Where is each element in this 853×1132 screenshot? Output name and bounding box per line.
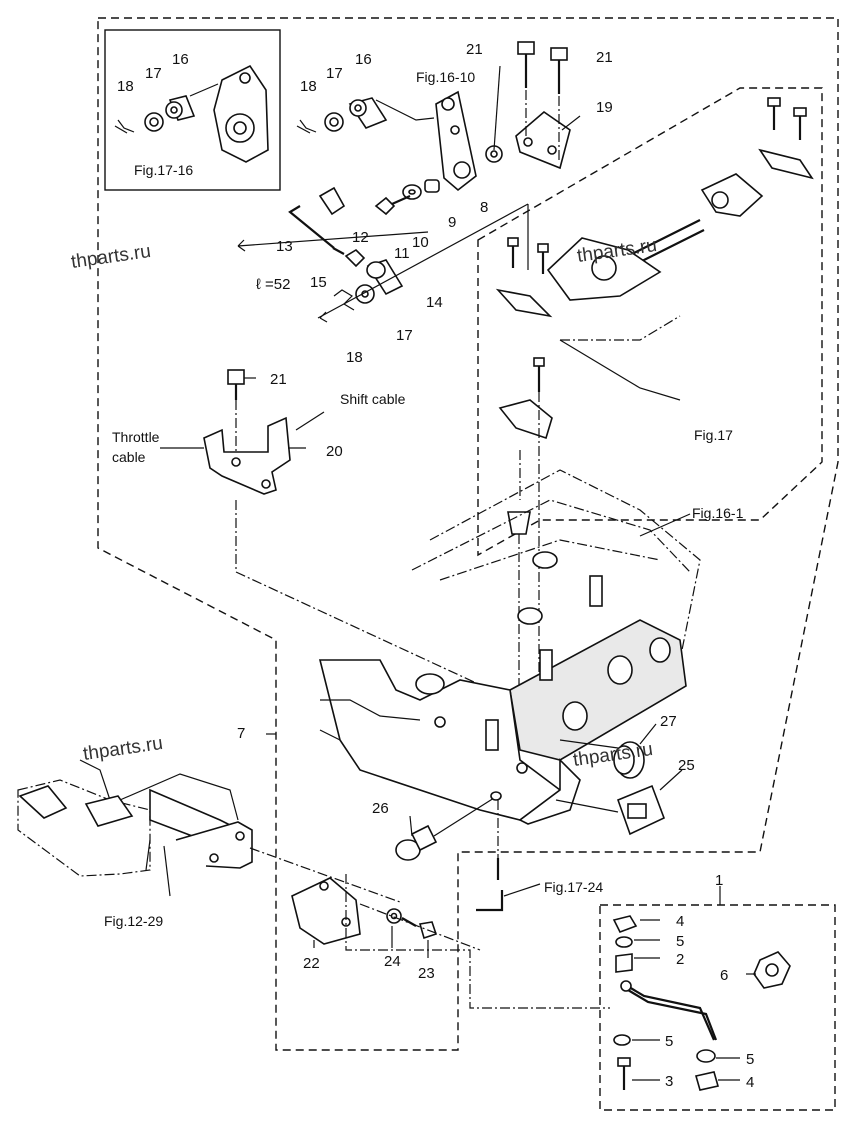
part-27-cap <box>559 739 645 779</box>
fig17-region-boundary <box>477 87 823 557</box>
part-label: 22 <box>303 955 320 972</box>
fig12-29-assembly <box>17 759 401 903</box>
part-label: 17 <box>396 327 413 344</box>
fig17-assembly <box>495 97 814 700</box>
part-label: 4 <box>676 913 684 930</box>
leader-lines <box>160 65 756 1081</box>
part-label: 5 <box>746 1051 754 1068</box>
part-label: 21 <box>466 41 483 58</box>
part-label: 21 <box>596 49 613 66</box>
note-throttle-cable-2: cable <box>112 449 146 465</box>
group-1-box <box>599 904 836 1111</box>
engine-mount-body <box>318 469 701 825</box>
ref-fig12-29: Fig.12-29 <box>104 913 163 929</box>
inset-lever-assembly <box>114 64 269 163</box>
part-label: 26 <box>372 800 389 817</box>
note-shift-cable: Shift cable <box>340 391 406 407</box>
ref-fig16-1: Fig.16-1 <box>692 505 744 521</box>
part-label: 18 <box>300 78 317 95</box>
part-label: 2 <box>676 951 684 968</box>
watermark-1: thparts.ru <box>70 241 152 273</box>
part-label: 21 <box>270 371 287 388</box>
note-length-dimension: ℓ =52 <box>256 276 290 293</box>
watermark-3: thparts.ru <box>82 733 164 765</box>
part-label: 20 <box>326 443 343 460</box>
part-label: 16 <box>355 51 372 68</box>
part-label: 17 <box>145 65 162 82</box>
part-label: 6 <box>720 967 728 984</box>
group-1-parts <box>612 915 791 1091</box>
fig17-24-rod <box>476 858 504 912</box>
part-label: 8 <box>480 199 488 216</box>
part-label: 4 <box>746 1074 754 1091</box>
part-label: 18 <box>117 78 134 95</box>
bracket-22 <box>291 874 610 1009</box>
part-label: 19 <box>596 99 613 116</box>
part-25-grommet <box>555 784 666 836</box>
part-label: 12 <box>352 229 369 246</box>
part-label: 27 <box>660 713 677 730</box>
part-label: 25 <box>678 757 695 774</box>
part-label: 5 <box>676 933 684 950</box>
part-label: 24 <box>384 953 401 970</box>
part-label: 7 <box>237 725 245 742</box>
ref-fig17-16: Fig.17-16 <box>134 162 193 178</box>
part-label: 3 <box>665 1073 673 1090</box>
ref-fig17-24: Fig.17-24 <box>544 879 603 895</box>
part-label: 5 <box>665 1033 673 1050</box>
part-label: 16 <box>172 51 189 68</box>
part-label: 15 <box>310 274 327 291</box>
part-label: 23 <box>418 965 435 982</box>
fig16-1-leader <box>639 513 691 537</box>
ref-fig16-10: Fig.16-10 <box>416 69 475 85</box>
part-label: 13 <box>276 238 293 255</box>
part-label: 17 <box>326 65 343 82</box>
ref-fig17: Fig.17 <box>694 427 733 443</box>
note-throttle-cable-1: Throttle <box>112 429 160 445</box>
part-label: 1 <box>715 872 723 889</box>
part-label: 9 <box>448 214 456 231</box>
inset-box-fig17-16 <box>104 29 281 191</box>
part-label: 11 <box>394 245 410 262</box>
cable-bracket-20 <box>203 369 501 695</box>
top-linkage <box>237 41 571 323</box>
part-label: 18 <box>346 349 363 366</box>
main-group-boundary <box>97 17 839 1051</box>
part-26-plug <box>395 791 502 861</box>
part-label: 10 <box>412 234 429 251</box>
part-label: 14 <box>426 294 443 311</box>
